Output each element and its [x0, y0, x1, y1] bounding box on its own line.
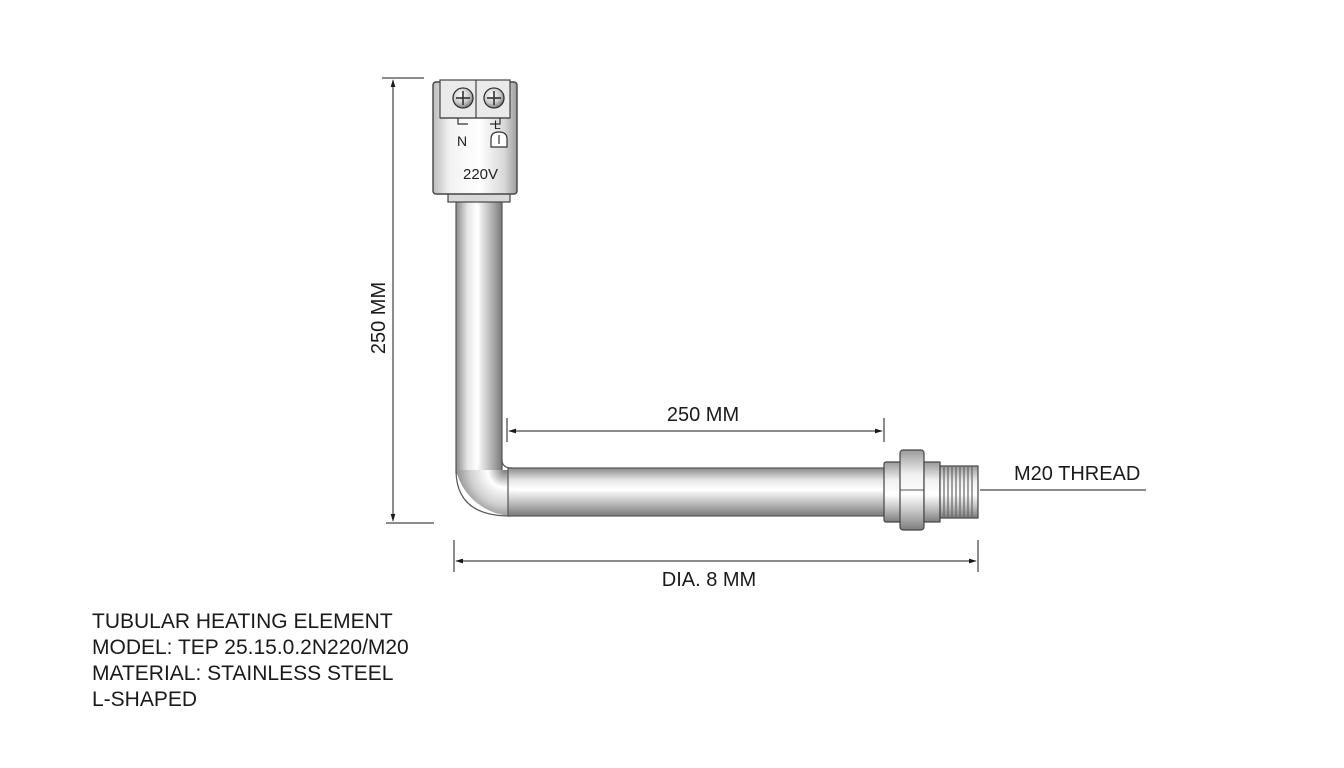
- caption-block: TUBULAR HEATING ELEMENT MODEL: TEP 25.15…: [92, 609, 409, 713]
- caption-model: MODEL: TEP 25.15.0.2N220/M20: [92, 636, 409, 659]
- vertical-length-label: 250 MM: [368, 282, 390, 354]
- live-terminal-label: L: [494, 118, 501, 132]
- terminal-screw-neutral: [452, 87, 474, 109]
- neutral-terminal-label: N: [457, 133, 467, 149]
- caption-shape: L-SHAPED: [92, 688, 198, 711]
- caption-material: MATERIAL: STAINLESS STEEL: [92, 662, 394, 685]
- diameter-dimension: [453, 540, 979, 572]
- thread-label: M20 THREAD: [1014, 463, 1140, 485]
- terminal-screw-live: [483, 87, 505, 109]
- tube-bend: [456, 470, 516, 517]
- diameter-label: DIA. 8 MM: [662, 569, 756, 591]
- voltage-label: 220V: [463, 166, 498, 183]
- horizontal-length-label: 250 MM: [667, 404, 739, 426]
- ground-icon: [490, 131, 508, 148]
- threaded-end: [939, 465, 979, 519]
- caption-title: TUBULAR HEATING ELEMENT: [92, 610, 393, 633]
- vertical-dimension: [382, 77, 434, 524]
- horizontal-dimension: [506, 418, 885, 442]
- horizontal-tube: [507, 467, 889, 517]
- hex-nut-collar: [883, 461, 903, 523]
